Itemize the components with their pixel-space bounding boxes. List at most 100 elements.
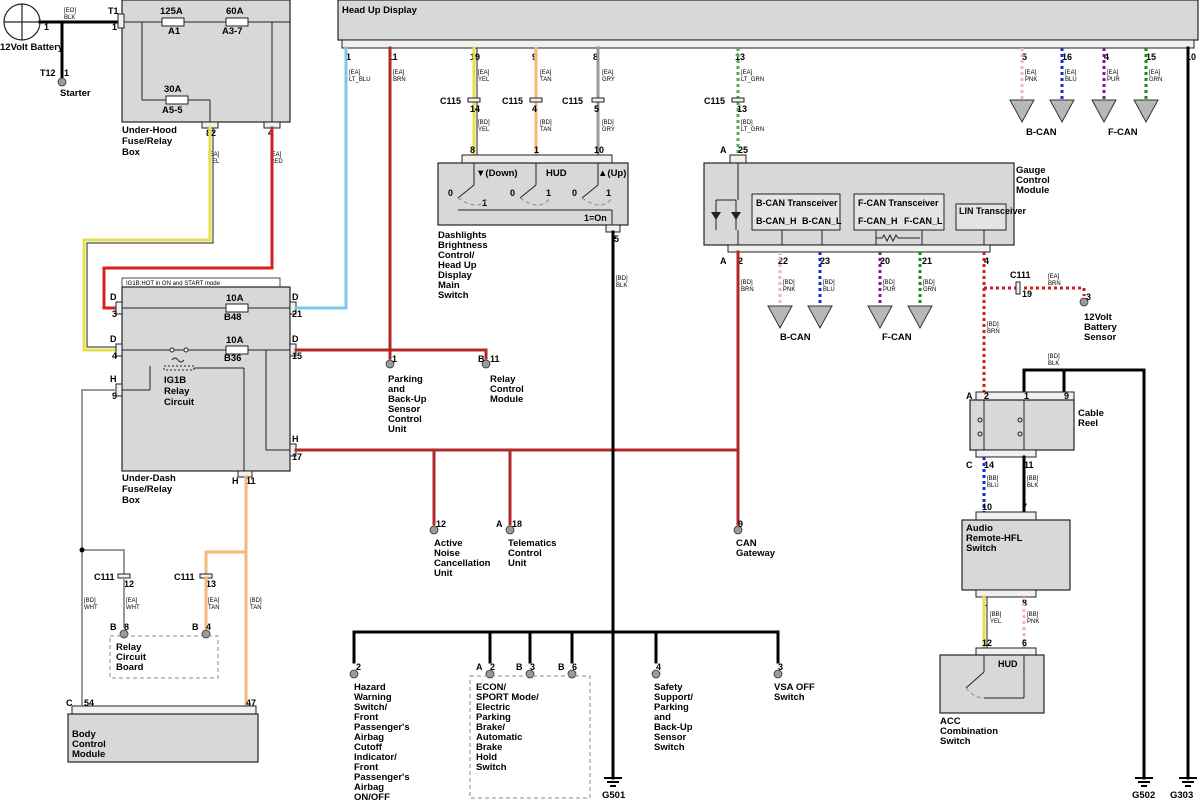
safety-pin: 4 [656, 662, 661, 672]
tele-a: A [496, 519, 503, 529]
audio-pin-10: 10 [982, 502, 992, 512]
econ-pin-2: 2 [490, 662, 495, 672]
pin-d-left1: D [110, 292, 117, 302]
sw-pin-8: 8 [470, 145, 475, 155]
pin-h-right: H [292, 434, 299, 444]
bcan-label-2: B-CAN [780, 332, 811, 343]
wire-ea-wht: [EA]WHT [126, 598, 140, 611]
wire-bd-pnk: [BD]PNK [783, 280, 795, 293]
svg-text:A1: A1 [168, 26, 181, 37]
svg-text:30A: 30A [164, 84, 182, 95]
svg-text:B36: B36 [224, 353, 241, 364]
wire-ea-brn: [EA]BRN [393, 70, 406, 83]
c115-a: C115 [440, 96, 461, 106]
relay-b: B [478, 354, 485, 364]
wire-ea-tan2: [EA]TAN [208, 598, 220, 611]
board-b2: B [192, 622, 199, 632]
lin-transceiver [955, 203, 1007, 231]
fcan-label-1: F-CAN [1108, 127, 1138, 138]
hud-pin-11: 11 [388, 52, 398, 62]
wire-bb-pnk: [BB]PNK [1027, 612, 1039, 625]
hud-pin-4: 4 [1104, 52, 1109, 62]
reel-pin-2: 2 [984, 391, 989, 401]
fuse-b48 [225, 303, 249, 313]
sw-1-a: 1 [482, 198, 487, 208]
econ-b1: B [516, 662, 523, 672]
bcm-pin-47: 47 [246, 698, 256, 708]
sw-0-a: 0 [448, 188, 453, 198]
econ-a: A [476, 662, 483, 672]
svg-text:LIN Transceiver: LIN Transceiver [959, 206, 1027, 216]
bcan-label-1: B-CAN [1026, 127, 1057, 138]
wire-ea-blu: [EA]BLU [1065, 70, 1077, 83]
wire-bd-pur: [BD]PUR [883, 280, 896, 293]
wire-bd-blu: [BD]BLU [823, 280, 835, 293]
wire-bd-yel: [BD]YEL [478, 120, 490, 133]
pin-t1: T1 [108, 6, 119, 16]
wire-eo-blk: [EO]BLK [64, 8, 76, 21]
wire-bd-tan: [BD]TAN [540, 120, 552, 133]
svg-text:F-CAN_L: F-CAN_L [904, 216, 943, 226]
fuse-a5-5: 30A A5-5 [162, 84, 189, 116]
wire-bb-yel: [BB]YEL [990, 612, 1002, 625]
svg-text:F-CAN Transceiver: F-CAN Transceiver [858, 198, 939, 208]
pin-t12: T12 [40, 68, 56, 78]
hazard-pin: 2 [356, 662, 361, 672]
gauge-pin-20: 20 [880, 256, 890, 266]
ground-g303: G303 [1170, 790, 1193, 801]
gauge-a-bottom: A [720, 256, 727, 266]
sw-pin-5: 5 [614, 234, 619, 244]
tele-pin: 18 [512, 519, 522, 529]
hud-pin-10: 10 [1186, 52, 1196, 62]
sw-0-c: 0 [572, 188, 577, 198]
pin-ud-9: 9 [112, 391, 117, 401]
pin-ud-11: 11 [246, 476, 256, 486]
reel-pin-9: 9 [1064, 391, 1069, 401]
wire-bd-blk2: [BD]BLK [1048, 354, 1060, 367]
econ-pin-3: 3 [530, 662, 535, 672]
wire-ea-ltgrn: [EA]LT_GRN [741, 70, 764, 83]
fcan-transceiver [853, 193, 945, 231]
c115-pin-14: 14 [470, 104, 480, 114]
vsa-pin: 3 [778, 662, 783, 672]
sw-pin-10: 10 [594, 145, 604, 155]
can-gw-pin: 9 [738, 519, 743, 529]
c111-pin-12: 12 [124, 579, 134, 589]
svg-text:B-CAN_L: B-CAN_L [802, 216, 842, 226]
under-hood-fuse-box [121, 0, 291, 123]
wire-bd-brn: [BD]BRN [741, 280, 754, 293]
wire-ea-pur: [EA]PUR [1107, 70, 1120, 83]
wire-bd-tan2: [BD]TAN [250, 598, 262, 611]
fuse-a1: 125A A1 [160, 6, 185, 37]
svg-text:60A: 60A [226, 6, 244, 17]
hud-pin-16: 16 [1062, 52, 1072, 62]
hud-pin-15: 15 [1146, 52, 1156, 62]
wire-bd-brn2: [BD]BRN [987, 322, 1000, 335]
wire-ea-yel-uh: [EA]YEL [208, 152, 220, 165]
acc-hud-label: HUD [998, 659, 1018, 669]
pin-h-bottom: H [232, 476, 239, 486]
under-dash-fuse-box [121, 286, 291, 472]
bcm-pin-54: 54 [84, 698, 94, 708]
pin-ud-3: 3 [112, 309, 117, 319]
parking-pin: 1 [392, 354, 397, 364]
wire-ea-grn: [EA]GRN [1149, 70, 1162, 83]
pin-ud-15: 15 [292, 351, 302, 361]
bcan-transceiver [751, 193, 841, 231]
svg-text:10A: 10A [226, 335, 244, 346]
sw-1-c: 1 [606, 188, 611, 198]
audio-pin-7: 7 [1022, 502, 1027, 512]
econ-b2: B [558, 662, 565, 672]
fuse-a3-7: 60A A3-7 [222, 6, 249, 37]
fuse-b36 [225, 345, 249, 355]
